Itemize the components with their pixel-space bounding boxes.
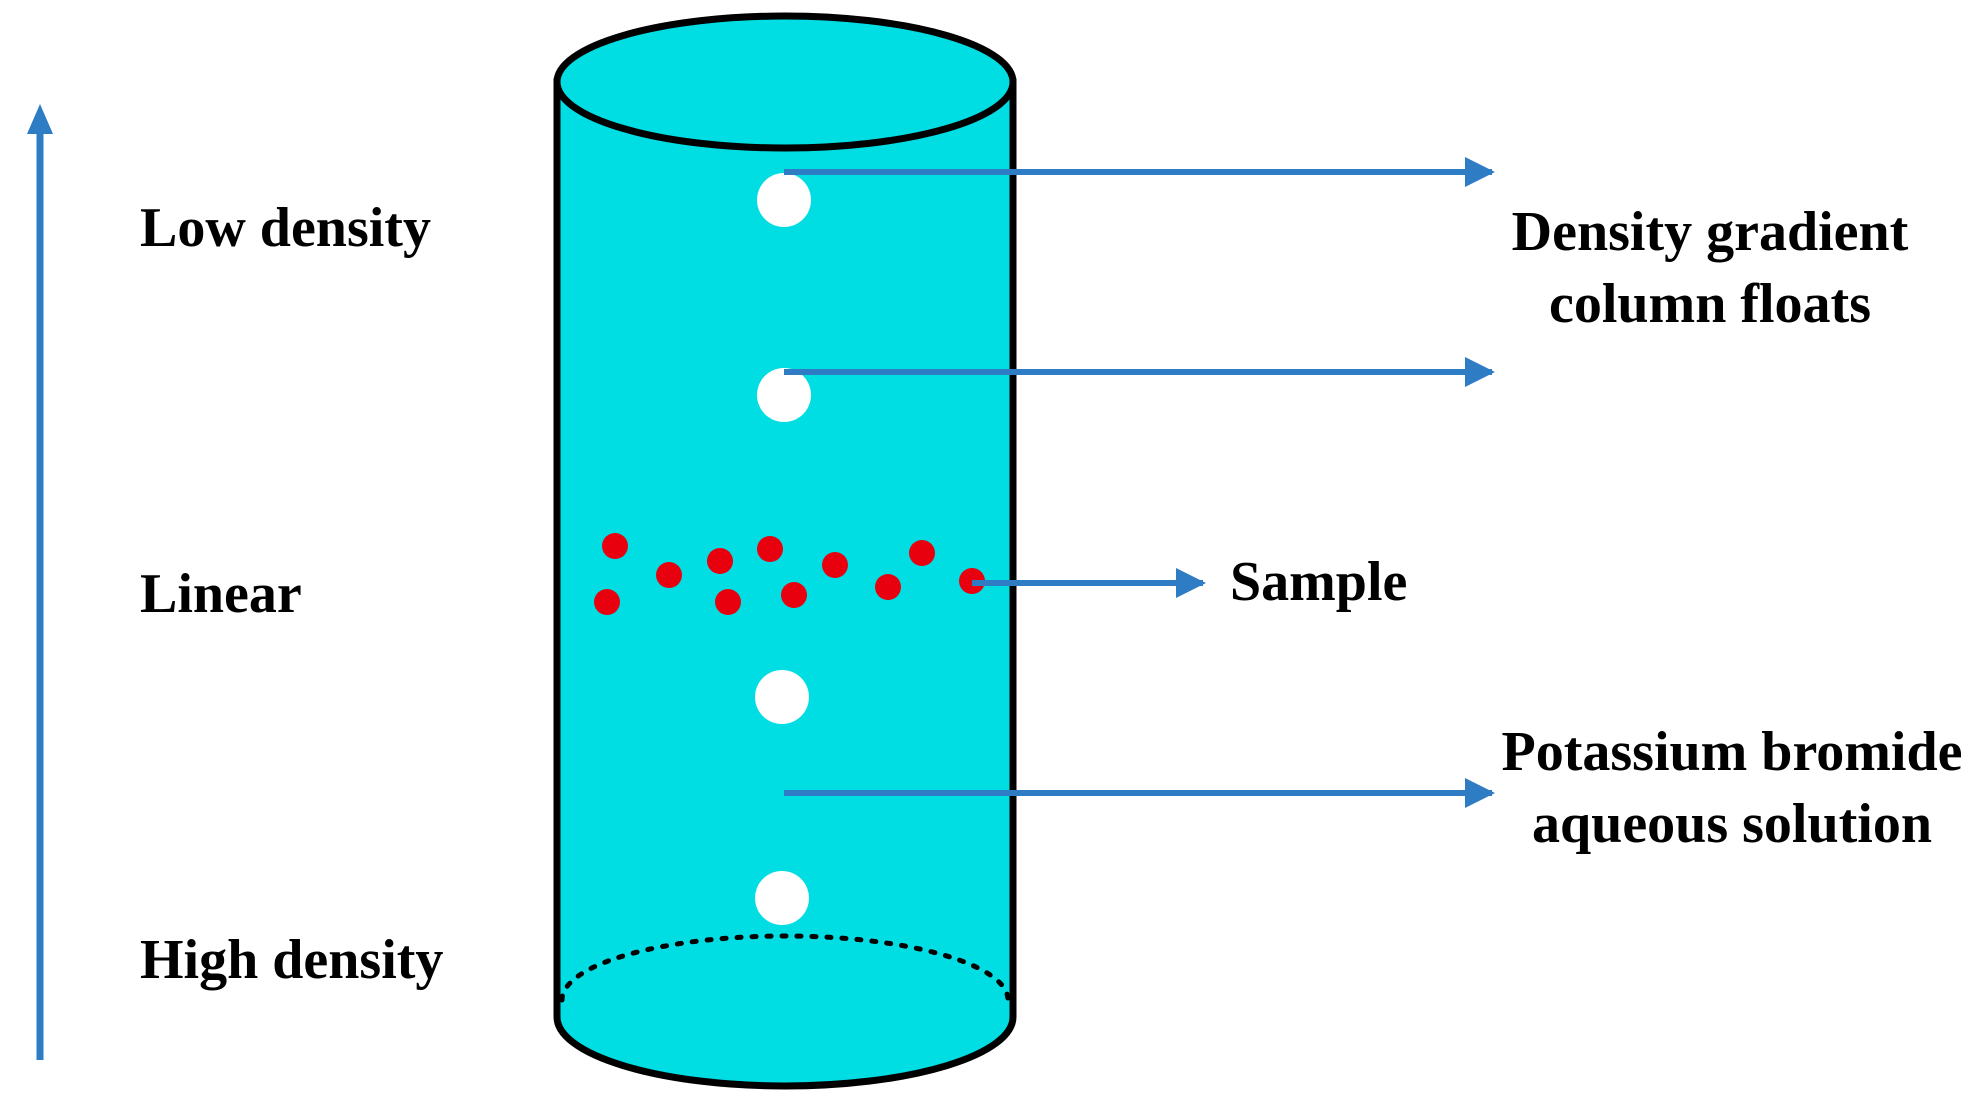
high-density-label: High density: [140, 929, 443, 991]
linear-label: Linear: [140, 563, 302, 625]
column-top-opening: [553, 12, 1017, 152]
density-axis-arrowhead: [27, 104, 53, 134]
column-body: [553, 78, 1017, 1090]
float-ball: [755, 670, 809, 724]
sample-particle: [715, 589, 741, 615]
column-bottom-rim: [559, 933, 1011, 1003]
sample-particle: [594, 589, 620, 615]
low-density-label: Low density: [140, 197, 431, 259]
sample-particle: [822, 552, 848, 578]
sample-particle: [602, 533, 628, 559]
float-ball: [755, 871, 809, 925]
sample-particle: [757, 536, 783, 562]
sample-particles: [594, 533, 985, 615]
sample-label: Sample: [1230, 551, 1407, 613]
sample-particle: [656, 562, 682, 588]
sample-particle: [875, 574, 901, 600]
sample-particle: [707, 548, 733, 574]
float-ball: [757, 368, 811, 422]
solution-label-line1: Potassium bromide: [1502, 721, 1963, 783]
gradient-column: [553, 12, 1017, 1090]
sample-particle: [781, 582, 807, 608]
floats-label-line1: Density gradient: [1512, 201, 1909, 263]
floats-label-line2: column floats: [1549, 273, 1871, 335]
solution-label-line2: aqueous solution: [1532, 793, 1932, 855]
sample-particle: [909, 540, 935, 566]
float-ball: [757, 173, 811, 227]
